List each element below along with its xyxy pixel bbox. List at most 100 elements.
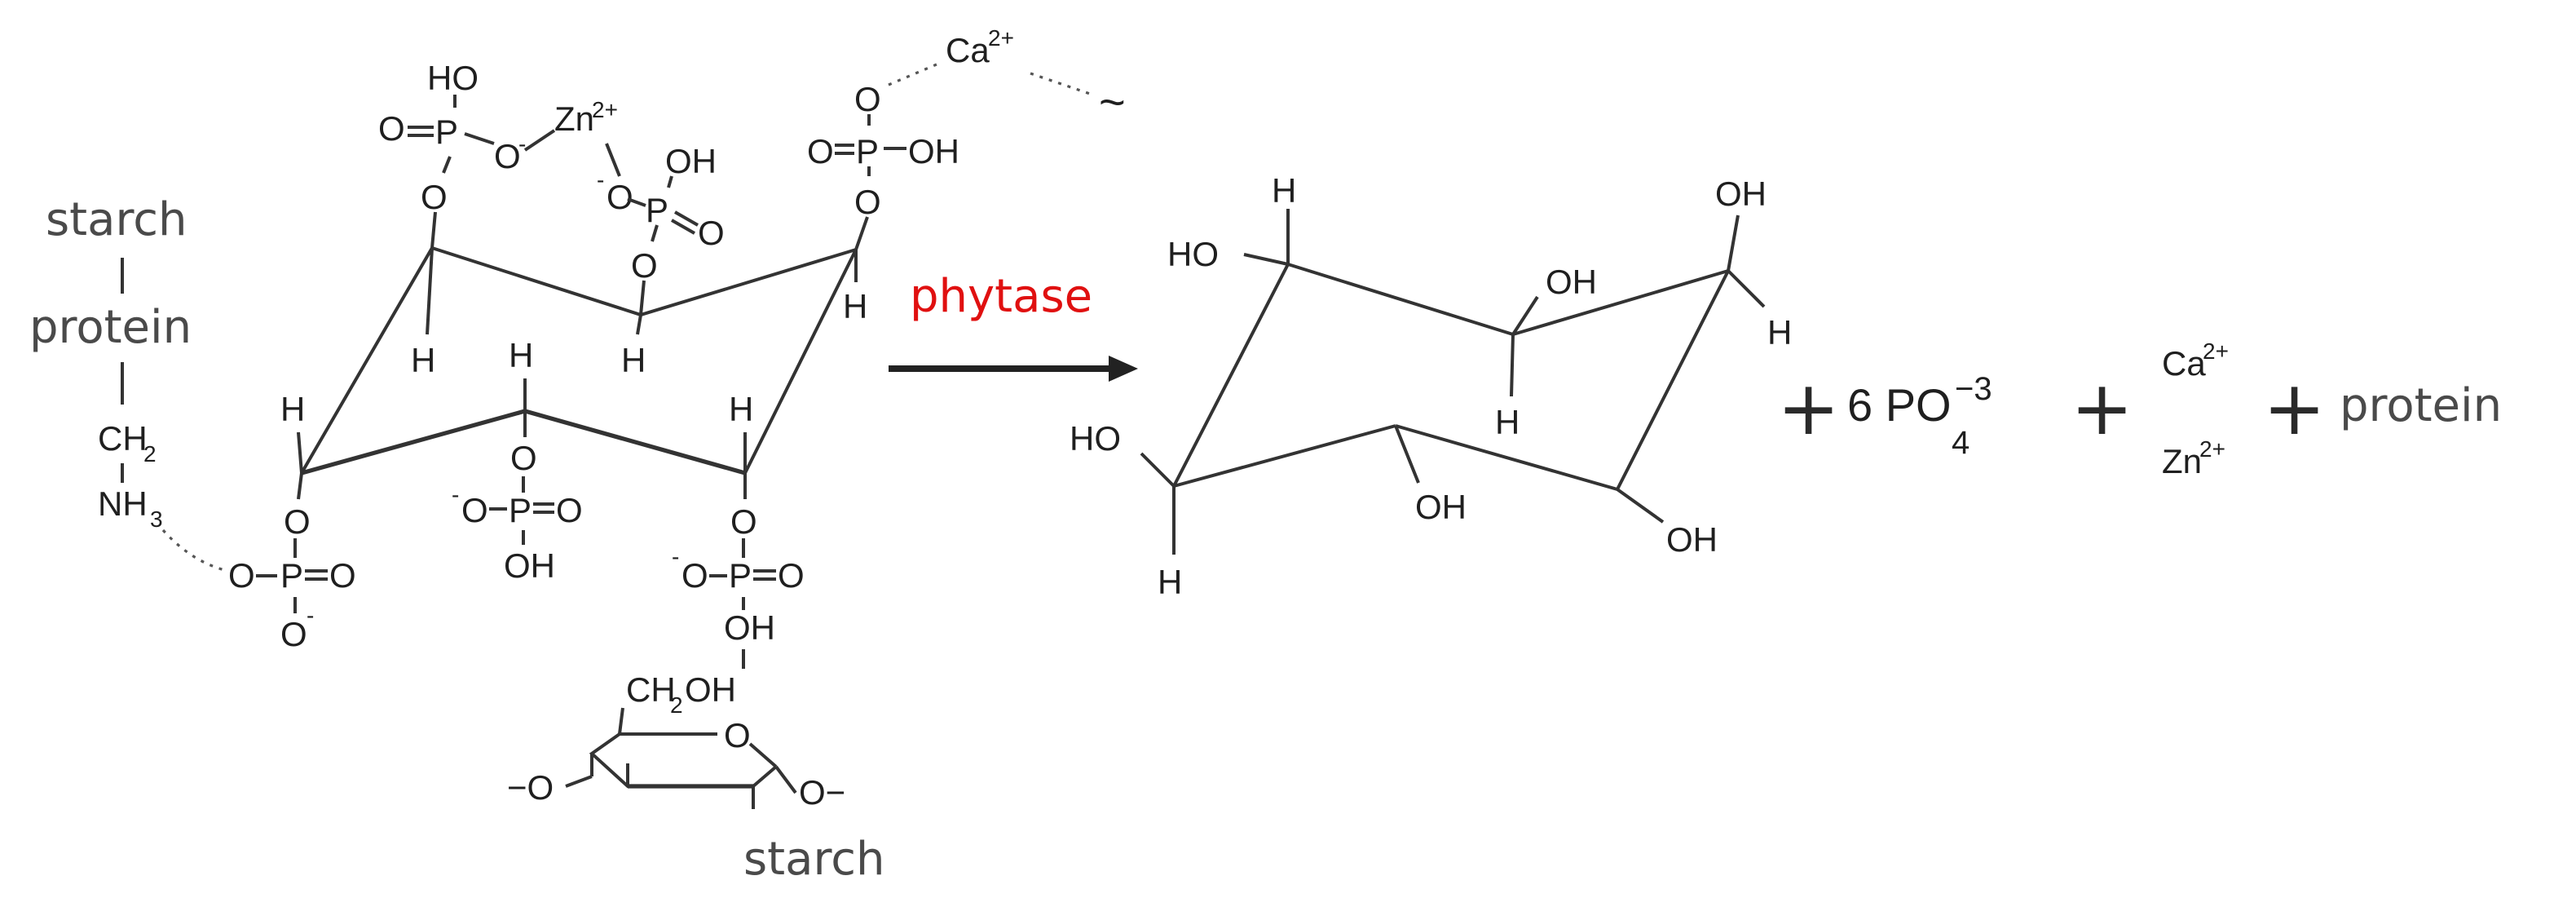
bond-oh	[1394, 425, 1420, 484]
phosphate-subscript: 4	[1952, 425, 1969, 461]
h-atom: H	[621, 341, 646, 379]
h-atom: H	[843, 287, 867, 325]
glucose-unit: CH 2 OH O −O O− starch	[507, 670, 885, 886]
p-atom: P	[435, 113, 458, 151]
bond-o	[639, 280, 646, 316]
bond-oh	[1616, 488, 1665, 524]
o-charge: -	[518, 131, 526, 157]
glucose-bond	[774, 765, 797, 794]
starch-label-bottom: starch	[743, 833, 885, 886]
nh3-label: NH	[98, 484, 148, 523]
phosphate-group-bottom-middle: O - O P O OH	[452, 411, 583, 585]
bond-h	[297, 431, 303, 474]
h-atom: H	[280, 390, 305, 428]
coordination-bond	[605, 143, 621, 177]
arrow-head	[1109, 356, 1138, 382]
ch2-subscript: 2	[143, 441, 157, 467]
o-charge: -	[672, 544, 679, 569]
bond-ho	[1243, 253, 1289, 266]
phytate-ring: H H H H H H	[280, 246, 867, 475]
ch2-label: CH	[98, 419, 148, 458]
double-bond	[671, 219, 695, 235]
bond-oh	[667, 175, 673, 188]
o-atom: O	[607, 178, 633, 216]
bond-o	[464, 132, 495, 145]
glucose-bond	[565, 775, 593, 788]
ca-charge: 2+	[988, 25, 1014, 51]
glucose-ring-bond	[752, 765, 778, 788]
glucose-ring-bond	[748, 742, 778, 768]
ionic-interaction-nh3	[161, 529, 229, 573]
ring-edge	[1172, 263, 1290, 487]
bond-h	[426, 247, 434, 335]
o-atom: O	[854, 80, 881, 118]
h-atom: H	[729, 390, 753, 428]
oh-label: OH	[908, 132, 959, 170]
phosphate-group-bottom-right: O - O P O OH	[672, 473, 805, 669]
ring-edge	[1395, 424, 1618, 491]
p-atom: P	[646, 191, 668, 229]
o-charge: -	[307, 603, 314, 628]
oh-label: OH	[1415, 488, 1467, 526]
phosphate-group-top-middle: O P O - OH O	[597, 142, 725, 316]
starch-label-top: starch	[46, 193, 187, 246]
o-atom: O	[631, 246, 658, 285]
h-atom: H	[1767, 313, 1792, 352]
o-atom: O	[854, 183, 881, 221]
o-charge: -	[597, 167, 604, 192]
zn-label: Zn	[554, 100, 594, 138]
o-right-label: O−	[799, 773, 845, 812]
double-bond	[674, 210, 699, 227]
bond-o	[297, 472, 303, 500]
ca-label: Ca	[946, 31, 990, 69]
protein-label: protein	[29, 301, 192, 354]
bond-o	[854, 216, 869, 250]
h-atom: H	[411, 341, 435, 379]
bond-p	[442, 156, 452, 174]
tilde-symbol: ~	[1099, 76, 1126, 127]
phytase-label: phytase	[910, 270, 1092, 323]
ho-label: HO	[427, 59, 479, 97]
o-atom: O	[807, 132, 834, 170]
protein-product-label: protein	[2340, 379, 2502, 432]
products: + 6 PO 4 −3 + Ca 2+ Zn 2+ + protein	[1777, 338, 2502, 480]
ch2oh-tail: OH	[685, 670, 736, 709]
bond-o	[430, 211, 437, 249]
phosphate-group-bottom-left: O O P O O -	[228, 472, 356, 653]
ionic-interaction-ca	[1030, 72, 1093, 96]
reaction-arrow: phytase	[889, 270, 1138, 382]
plus-sign: +	[2071, 365, 2133, 452]
plus-sign: +	[1777, 365, 1840, 452]
o-atom: O	[228, 556, 255, 595]
plus-sign: +	[2263, 365, 2326, 452]
ch2oh-label: CH	[626, 670, 676, 709]
ho-label: HO	[1070, 419, 1121, 458]
ch2oh-subscript: 2	[670, 692, 683, 718]
o-atom: O	[280, 615, 307, 653]
o-atom: O	[510, 439, 537, 477]
o-atom: O	[681, 556, 708, 595]
ring-edge	[1616, 270, 1730, 490]
ring-edge	[1512, 269, 1729, 336]
phosphate-label: 6 PO	[1847, 379, 1952, 431]
o-charge: -	[452, 482, 459, 507]
phosphate-group-top-right: O O P OH O Ca 2+ ~	[807, 25, 1126, 250]
bond-h	[636, 314, 642, 335]
o-atom: O	[329, 556, 356, 595]
bond-p	[651, 224, 659, 242]
h-atom: H	[1495, 403, 1520, 441]
p-atom: P	[509, 491, 532, 529]
p-atom: P	[729, 556, 752, 595]
ho-label: HO	[1167, 235, 1219, 273]
oh-label: OH	[1546, 263, 1597, 301]
oh-label: OH	[665, 142, 717, 180]
oh-label: OH	[504, 546, 555, 585]
h-atom: H	[509, 336, 533, 374]
oh-label: OH	[1666, 520, 1718, 559]
ca-product-charge: 2+	[2203, 338, 2229, 364]
h-atom: H	[1158, 563, 1182, 601]
coordination-bond	[523, 129, 556, 152]
o-left-label: −O	[507, 768, 554, 807]
o-atom: O	[421, 178, 448, 216]
